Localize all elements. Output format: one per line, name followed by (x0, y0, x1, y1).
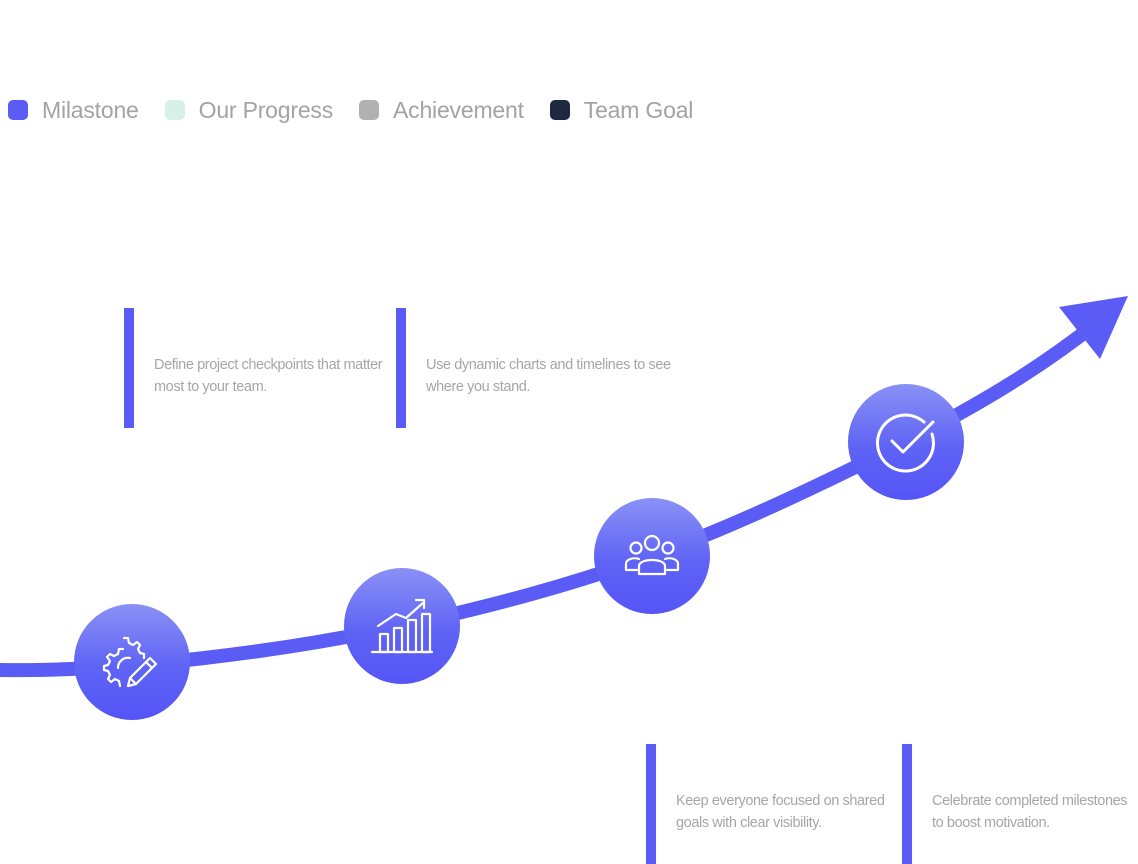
legend-label-milestone: Milastone (42, 96, 139, 123)
milestone-note-1: Define project checkpoints that matter m… (124, 308, 404, 428)
team-group-icon (624, 534, 680, 576)
legend-swatch-team-goal (549, 100, 570, 120)
legend-label-our-progress: Our Progress (198, 96, 334, 123)
note-text: Define project checkpoints that matter m… (154, 357, 383, 395)
milestone-note-4: Celebrate completed milestones to boost … (902, 744, 1138, 864)
check-circle-icon (876, 413, 935, 473)
legend-label-achievement: Achievement (393, 96, 524, 123)
legend-item-team-goal: Team Goal (549, 96, 694, 124)
legend-label-team-goal: Team Goal (583, 96, 694, 123)
milestone-node-4 (848, 384, 964, 500)
milestone-node-2 (344, 568, 460, 684)
note-bar (124, 308, 134, 428)
note-bar (396, 308, 406, 428)
milestone-note-2: Use dynamic charts and timelines to see … (396, 308, 676, 428)
note-text: Celebrate completed milestones to boost … (932, 793, 1128, 831)
milestone-note-3: Keep everyone focused on shared goals wi… (646, 744, 926, 864)
milestone-node-1 (74, 604, 190, 720)
note-bar (646, 744, 656, 864)
milestone-node-3 (594, 498, 710, 614)
arrow-head-icon (1059, 296, 1128, 359)
note-bar (902, 744, 912, 864)
legend: Milastone Our Progress Achievement Team … (8, 96, 719, 124)
legend-swatch-our-progress (164, 100, 185, 120)
note-text: Use dynamic charts and timelines to see … (426, 357, 671, 395)
legend-swatch-milestone (8, 100, 28, 120)
bar-chart-growth-icon (370, 598, 434, 654)
note-text: Keep everyone focused on shared goals wi… (676, 793, 885, 831)
legend-item-our-progress: Our Progress (164, 96, 334, 124)
legend-swatch-achievement (359, 100, 380, 120)
legend-item-milestone: Milastone (8, 97, 139, 124)
legend-item-achievement: Achievement (359, 97, 524, 124)
gear-pencil-icon (102, 636, 158, 688)
